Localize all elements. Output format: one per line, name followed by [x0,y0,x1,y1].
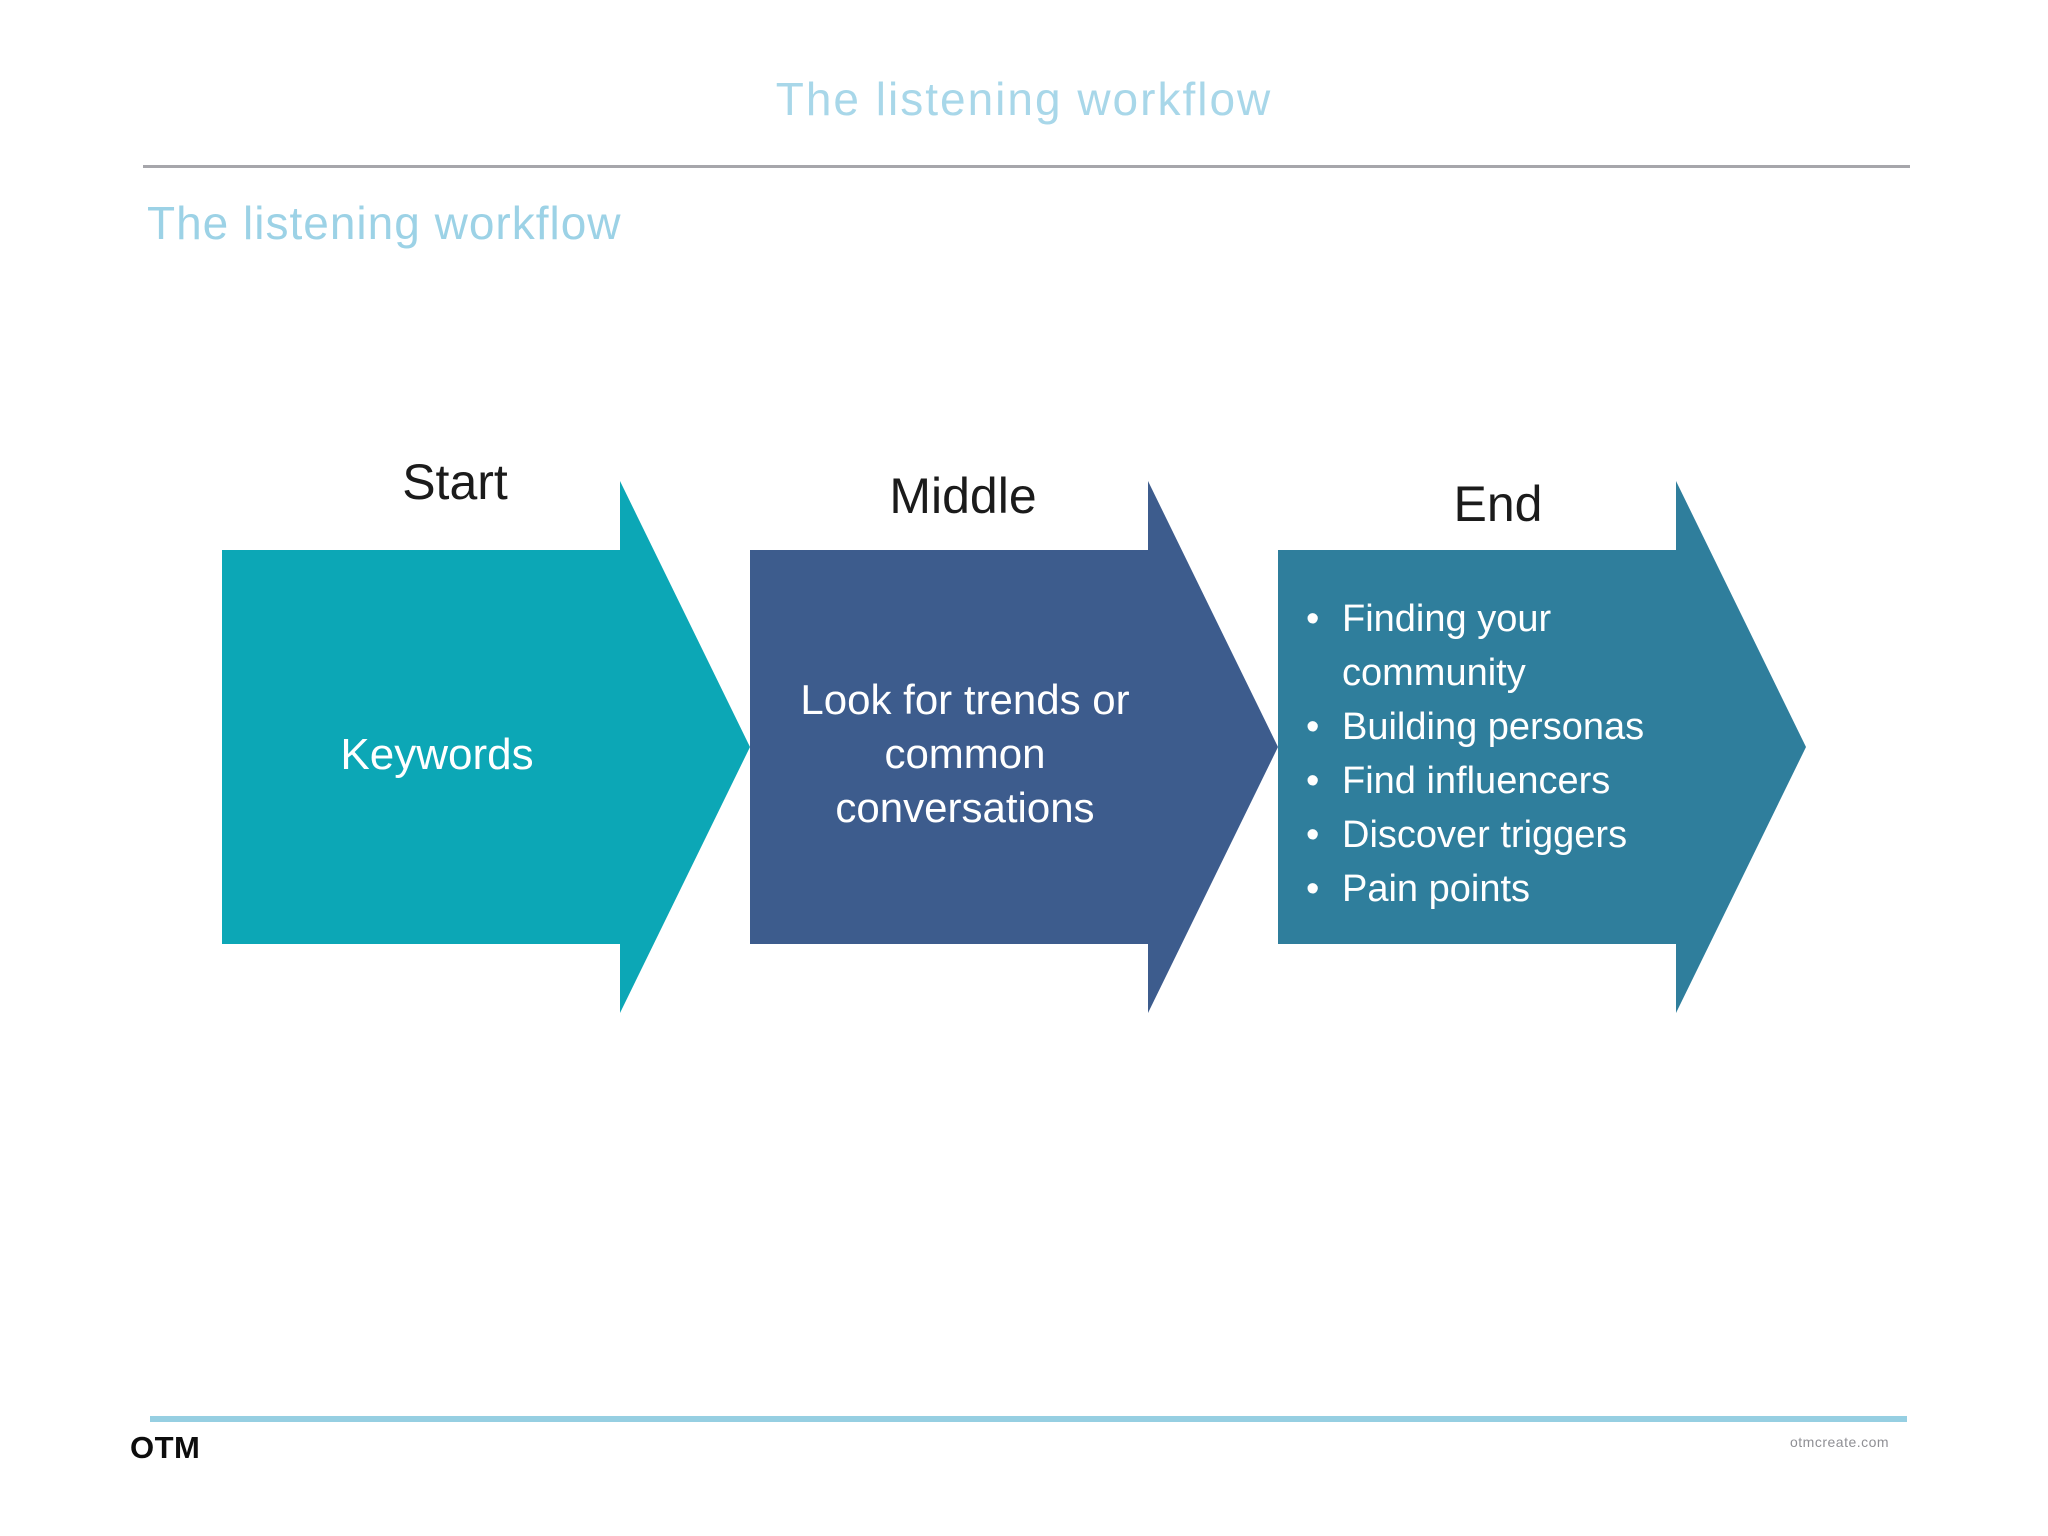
middle-text-line: common [884,730,1046,777]
middle-text-line: Look for trends or [800,676,1130,723]
arrow-start-head [620,481,750,1013]
start-stage-text: Keywords [340,730,534,779]
bullet-item: Find influencers [1306,754,1676,808]
footer-website: otmcreate.com [1790,1434,1890,1450]
title-divider [143,165,1910,168]
bullet-item: Building personas [1306,700,1676,754]
slide-title: The listening workflow [775,73,1273,125]
arrow-middle-body: Look for trends or common conversations [750,550,1148,944]
end-bullet-list: Finding your communityBuilding personasF… [1306,592,1676,916]
footer-divider [150,1416,1907,1422]
bullet-item: Pain points [1306,862,1676,916]
arrow-start-body: Keywords [222,550,620,944]
arrow-end-head [1676,481,1806,1013]
stage-label-start: Start [402,454,508,510]
stage-label-middle: Middle [889,468,1037,524]
middle-stage-text: Look for trends or common conversations [768,659,1129,835]
arrow-end-body: Finding your communityBuilding personasF… [1278,550,1676,944]
otm-logo: OTM [130,1430,201,1465]
section-heading: The listening workflow [147,197,622,249]
stage-label-end: End [1453,476,1543,532]
bullet-item: Discover triggers [1306,808,1676,862]
arrow-middle-head [1148,481,1278,1013]
bullet-item: Finding your community [1306,592,1676,700]
middle-text-line: conversations [835,784,1095,831]
